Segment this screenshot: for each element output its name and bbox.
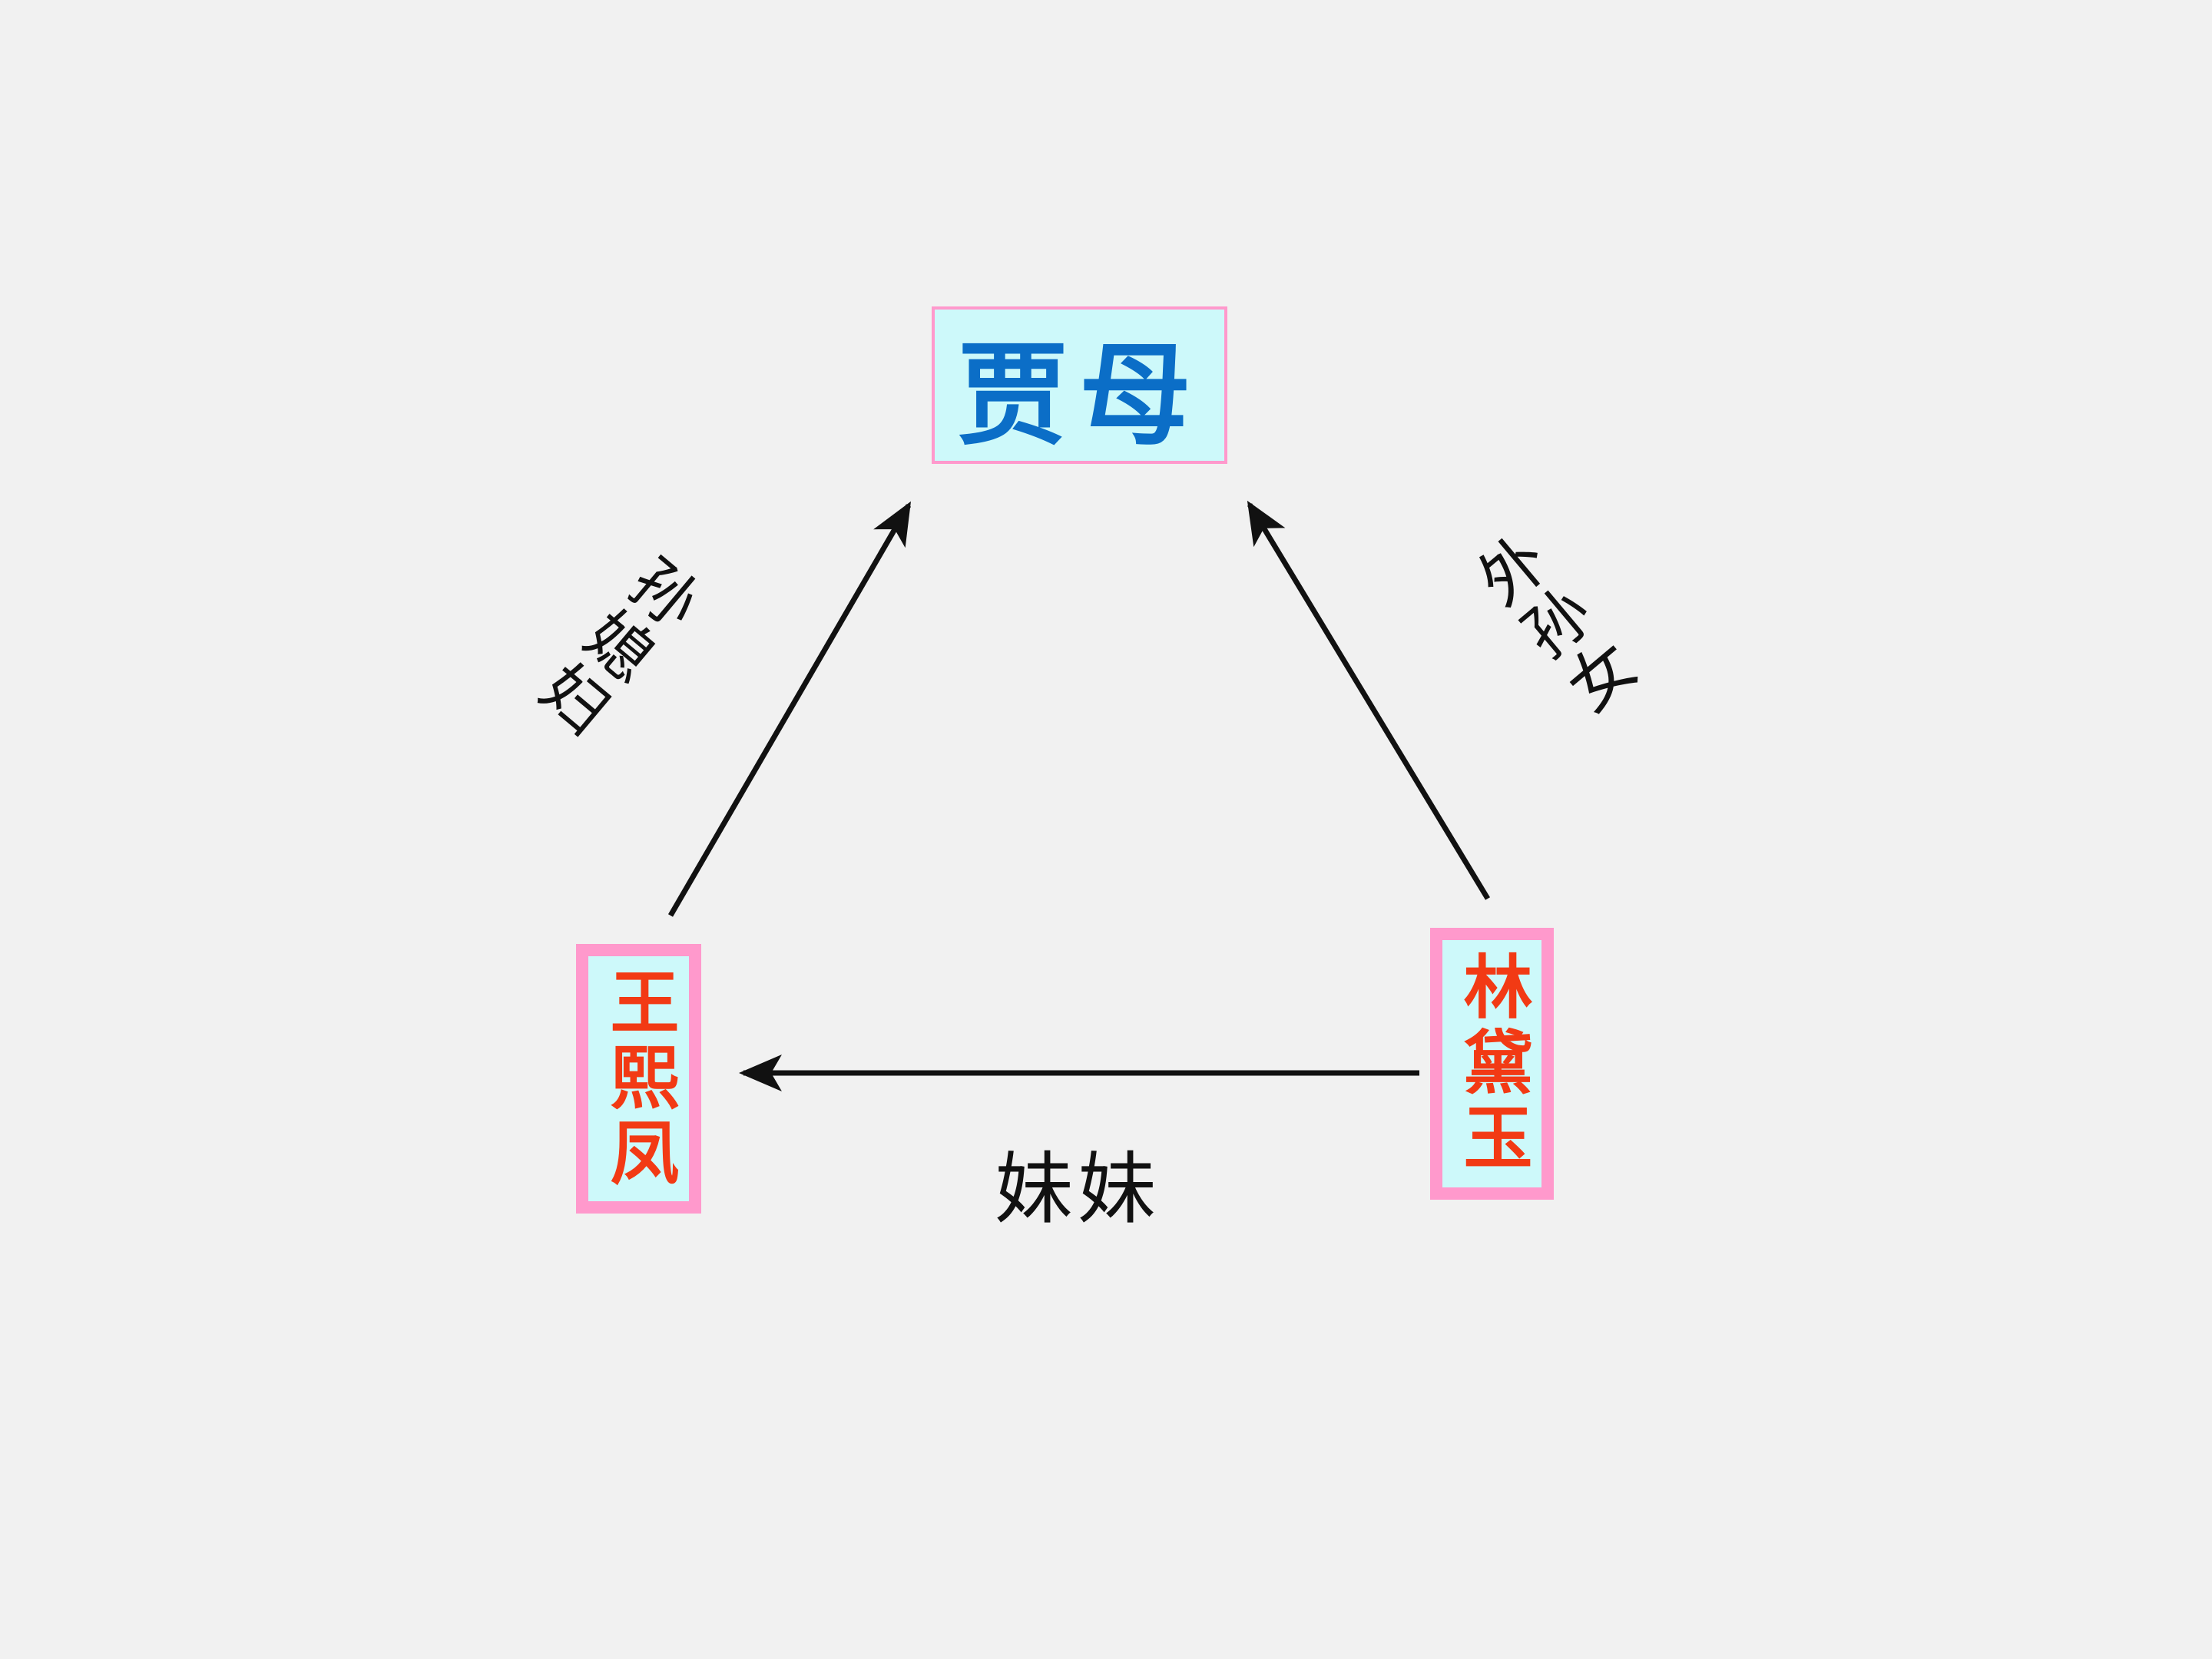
node-wangxifeng-label: 王熙凤 — [598, 965, 680, 1192]
arrow-lindaiyu-to-jiamu — [1247, 500, 1490, 900]
node-lindaiyu-label: 林黛玉 — [1451, 951, 1533, 1177]
node-jiamu: 贾母 — [932, 306, 1227, 464]
node-jiamu-label: 贾母 — [957, 329, 1202, 461]
node-wangxifeng: 王熙凤 — [576, 944, 701, 1214]
edge-label-meimei: 妹妹 — [995, 1144, 1161, 1236]
arrow-wangxifeng-to-jiamu — [667, 501, 912, 917]
node-lindaiyu: 林黛玉 — [1430, 928, 1554, 1200]
